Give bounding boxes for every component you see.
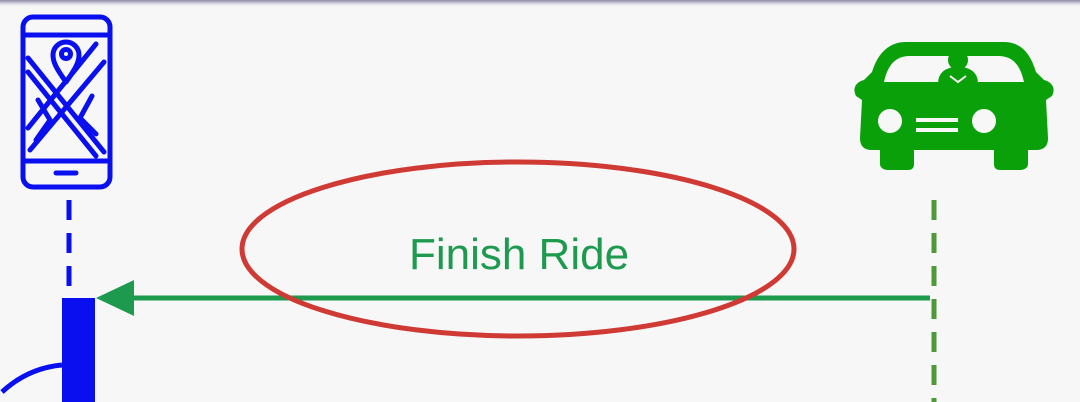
highlight-ellipse (239, 159, 797, 339)
car-driver-icon (854, 42, 1054, 170)
top-edge-shadow (0, 0, 1080, 6)
phone-self-call-arc (0, 362, 63, 394)
phone-activation-bar (62, 298, 95, 402)
arrowhead-icon (96, 280, 134, 316)
phone-map-icon (20, 14, 113, 190)
message-label: Finish Ride (409, 230, 629, 279)
finish-ride-message-arrow (96, 280, 930, 316)
